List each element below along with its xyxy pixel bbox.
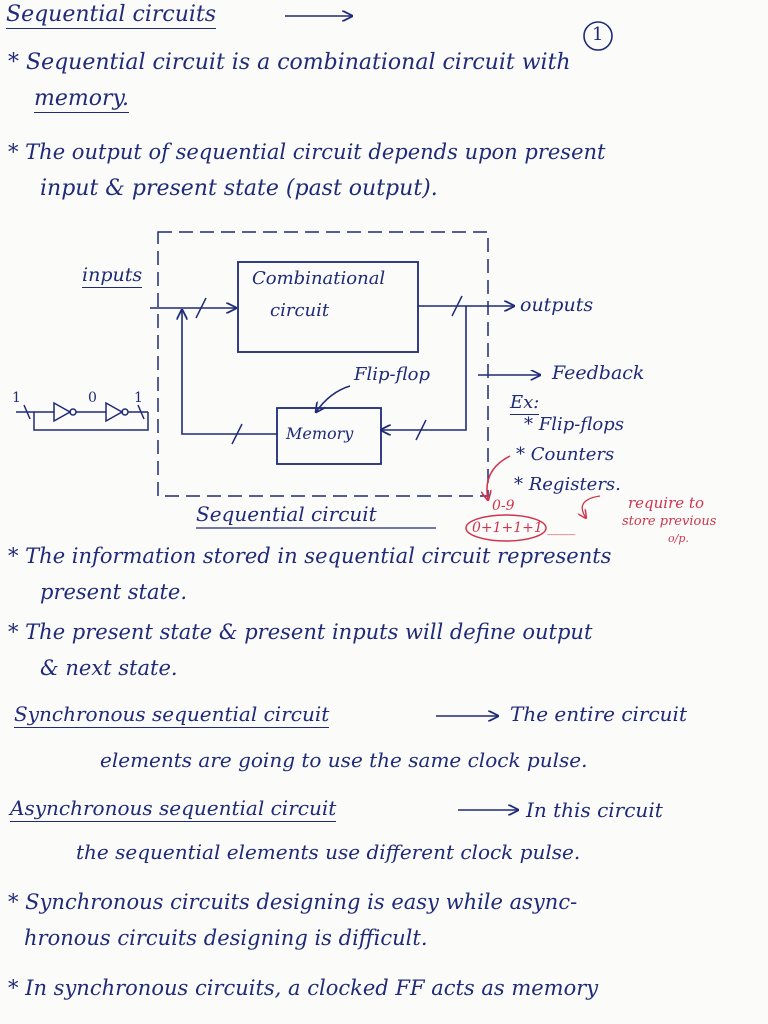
point-2-line-2: & next state. [40, 656, 178, 680]
point-1-line-2: present state. [40, 580, 188, 604]
combinational-box [237, 261, 419, 353]
diagram-caption: Sequential circuit [196, 502, 377, 526]
intro-line-1: * Sequential circuit is a combinational … [8, 50, 571, 75]
sync-term: Synchronous sequential circuit [14, 702, 330, 728]
inverter-value-2: 0 [88, 390, 97, 406]
point-1-line-1: * The information stored in sequential c… [8, 544, 612, 568]
counter-note-2: store previous [622, 514, 717, 529]
page-heading: Sequential circuits [6, 2, 217, 29]
inverter-value-1: 1 [12, 390, 21, 406]
async-def-1: In this circuit [526, 798, 663, 822]
sync-def-1: The entire circuit [510, 702, 687, 726]
inverter-chain [16, 401, 149, 431]
feedback-label: Feedback [552, 362, 645, 384]
memory-label: Memory [286, 424, 354, 443]
counter-range: 0-9 [492, 498, 515, 514]
page-number: 1 [592, 24, 604, 45]
async-def-2: the sequential elements use different cl… [76, 840, 581, 864]
flipflop-label: Flip-flop [354, 364, 430, 385]
combinational-label-2: circuit [270, 300, 330, 321]
outputs-label: outputs [520, 294, 594, 316]
counter-highlight [465, 514, 547, 542]
async-term: Asynchronous sequential circuit [10, 796, 337, 822]
closing-1-line-2: hronous circuits designing is difficult. [24, 926, 428, 950]
intro-line-2: * The output of sequential circuit depen… [8, 140, 606, 164]
closing-1-line-1: * Synchronous circuits designing is easy… [8, 890, 578, 914]
sync-def-2: elements are going to use the same clock… [100, 748, 588, 772]
counter-note-1: require to [628, 494, 704, 512]
example-item-3: * Registers. [514, 474, 621, 495]
sequential-boundary [157, 231, 489, 497]
example-item-1: * Flip-flops [524, 414, 624, 435]
inputs-label: inputs [82, 264, 143, 288]
page-number-circle [583, 21, 613, 51]
inverter-value-3: 1 [134, 390, 143, 406]
counter-note-3: o/p. [668, 532, 689, 545]
closing-2-line-1: * In synchronous circuits, a clocked FF … [8, 976, 599, 1000]
combinational-label-1: Combinational [252, 268, 386, 289]
examples-title: Ex: [510, 392, 540, 415]
intro-line-2-cont: input & present state (past output). [40, 176, 438, 201]
point-2-line-1: * The present state & present inputs wil… [8, 620, 593, 644]
example-item-2: * Counters [516, 444, 615, 465]
intro-line-1-cont: memory. [34, 86, 130, 113]
counter-sequence: 0+1+1+1 ____ [472, 520, 576, 536]
memory-box [276, 407, 382, 465]
